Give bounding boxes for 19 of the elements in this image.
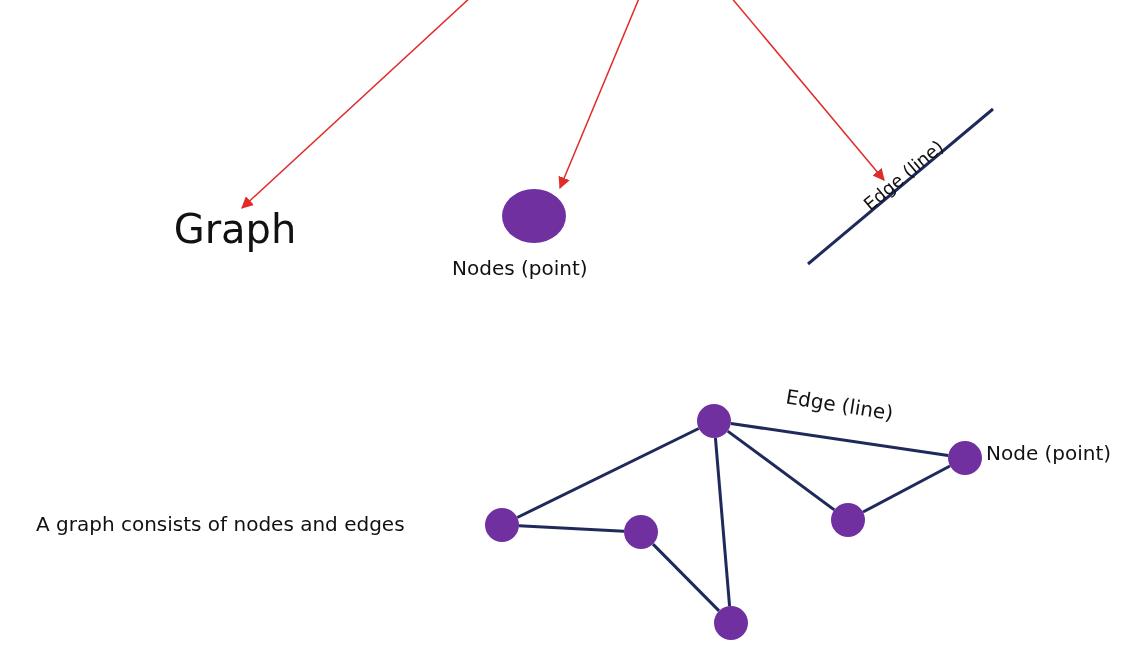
arrow xyxy=(558,0,641,190)
node-caption: Node (point) xyxy=(986,441,1112,465)
node-circle xyxy=(831,503,865,537)
edge-line xyxy=(518,524,625,533)
edge-line xyxy=(862,464,951,514)
node-circle xyxy=(948,441,982,475)
edge-line xyxy=(807,107,994,266)
graph-heading: Graph xyxy=(168,206,302,252)
edge-line xyxy=(651,543,721,612)
node-circle xyxy=(485,508,519,542)
node-circle xyxy=(624,515,658,549)
edge-line xyxy=(730,422,949,457)
note-text: A graph consists of nodes and edges xyxy=(36,512,405,536)
edge-line xyxy=(726,429,836,512)
node-circle xyxy=(714,606,748,640)
edge-line xyxy=(516,427,700,519)
edge-line xyxy=(713,437,732,607)
node-caption: Nodes (point) xyxy=(452,256,588,280)
node-circle xyxy=(697,404,731,438)
